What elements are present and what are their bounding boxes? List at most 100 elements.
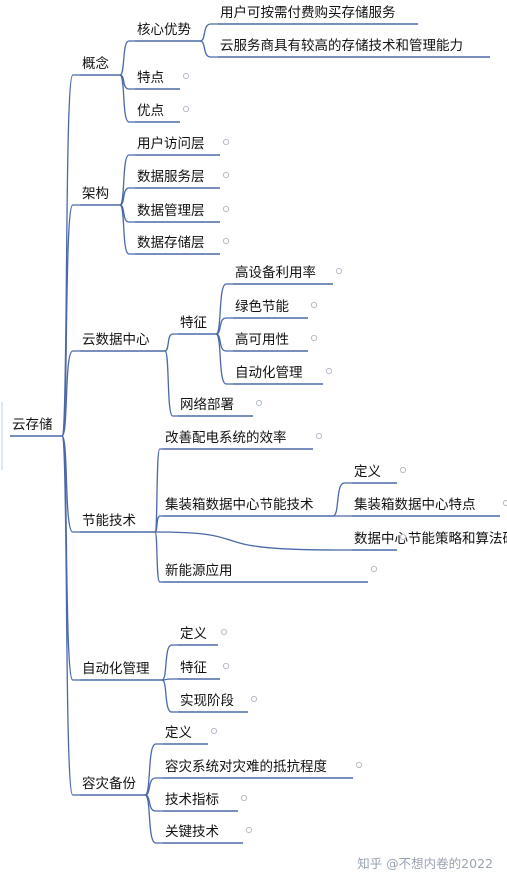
node-label: 数据管理层	[137, 203, 205, 219]
mind-map-node-level-2[interactable]: 数据管理层	[135, 203, 230, 223]
watermark-text: 知乎 @不想内卷的2022	[357, 856, 493, 871]
connector-line	[199, 40, 218, 58]
connector-line	[154, 531, 352, 551]
collapse-toggle-icon[interactable]	[240, 794, 248, 802]
connector-line	[61, 350, 80, 437]
node-label: 关键技术	[165, 824, 219, 840]
collapse-toggle-icon[interactable]	[502, 499, 507, 507]
mind-map-node-level-2[interactable]: 改善配电系统的效率	[163, 429, 323, 450]
connector-line	[164, 333, 178, 352]
mind-map-node-level-2[interactable]: 数据服务层	[135, 169, 230, 189]
connector-line	[119, 154, 135, 206]
node-label: 定义	[354, 464, 381, 480]
node-label: 网络部署	[180, 397, 234, 413]
mind-map-node-level-1[interactable]: 云数据中心	[80, 332, 165, 352]
collapse-toggle-icon[interactable]	[250, 695, 258, 703]
connector-line	[199, 23, 218, 42]
mind-map-node-level-1[interactable]: 概念	[80, 55, 120, 76]
mind-map-node-level-3[interactable]: 绿色节能	[233, 298, 318, 319]
root-node[interactable]: 云存储	[1, 402, 62, 470]
connector-line	[119, 40, 135, 76]
collapse-toggle-icon[interactable]	[355, 761, 363, 769]
mind-map-node-level-3[interactable]: 云服务商具有较高的存储技术和管理能力	[218, 37, 490, 58]
mind-map-node-level-1[interactable]: 自动化管理	[80, 661, 162, 681]
mind-map-node-level-2[interactable]: 优点	[135, 103, 190, 123]
collapse-toggle-icon[interactable]	[210, 727, 218, 735]
collapse-toggle-icon[interactable]	[220, 628, 228, 636]
mind-map-node-level-2[interactable]: 网络部署	[178, 397, 263, 417]
mind-map-node-level-3[interactable]: 自动化管理	[233, 365, 333, 385]
node-label: 自动化管理	[235, 365, 303, 381]
collapse-toggle-icon[interactable]	[222, 237, 230, 245]
mind-map-node-level-3[interactable]: 用户可按需付费购买存储服务	[218, 4, 418, 25]
mind-map-node-level-1[interactable]: 容灾备份	[80, 775, 145, 796]
mind-map-node-level-3[interactable]: 集装箱数据中心特点	[352, 497, 507, 517]
collapse-toggle-icon[interactable]	[315, 432, 323, 440]
mind-map-node-level-2[interactable]: 定义	[163, 725, 218, 745]
node-label: 自动化管理	[82, 661, 150, 677]
node-label: 特征	[180, 315, 207, 331]
mind-map-node-level-2[interactable]: 特点	[135, 70, 190, 90]
collapse-toggle-icon[interactable]	[310, 334, 318, 342]
connector-line	[332, 482, 352, 517]
mind-map-node-level-2[interactable]: 容灾系统对灾难的抵抗程度	[163, 758, 363, 779]
connector-line	[61, 435, 80, 533]
node-label: 定义	[165, 725, 192, 741]
mind-map-node-level-2[interactable]: 特征	[178, 660, 230, 680]
collapse-toggle-icon[interactable]	[399, 533, 407, 541]
mind-map-node-level-2[interactable]: 数据存储层	[135, 235, 230, 255]
collapse-toggle-icon[interactable]	[182, 105, 190, 113]
mind-map-node-level-2[interactable]: 定义	[178, 626, 228, 646]
connector-line	[215, 317, 233, 335]
collapse-toggle-icon[interactable]	[222, 662, 230, 670]
mind-map-node-level-2[interactable]: 实现阶段	[178, 693, 258, 713]
collapse-toggle-icon[interactable]	[222, 138, 230, 146]
collapse-toggle-icon[interactable]	[335, 267, 343, 275]
collapse-toggle-icon[interactable]	[370, 565, 378, 573]
collapse-toggle-icon[interactable]	[325, 367, 333, 375]
node-label: 用户可按需付费购买存储服务	[220, 4, 396, 21]
connector-line	[161, 644, 178, 681]
node-label: 高可用性	[235, 331, 289, 348]
connector-line	[154, 531, 163, 583]
mind-map-node-level-2[interactable]: 技术指标	[163, 792, 248, 812]
mind-map-node-level-2[interactable]: 集装箱数据中心节能技术	[163, 497, 333, 517]
mind-map-node-level-2[interactable]: 数据中心节能策略和算法研究	[352, 530, 507, 551]
mind-map-node-level-3[interactable]: 高可用性	[233, 331, 318, 352]
collapse-toggle-icon[interactable]	[255, 399, 263, 407]
node-label: 容灾备份	[82, 775, 136, 792]
node-label: 改善配电系统的效率	[165, 429, 287, 446]
node-label: 实现阶段	[180, 693, 234, 709]
mind-map-node-level-3[interactable]: 定义	[352, 464, 407, 484]
connector-line	[154, 448, 163, 533]
connector-line	[119, 187, 135, 206]
collapse-toggle-icon[interactable]	[245, 826, 253, 834]
mind-map-node-level-2[interactable]: 关键技术	[163, 824, 253, 844]
node-label: 绿色节能	[235, 298, 289, 315]
mind-map-node-level-2[interactable]: 用户访问层	[135, 135, 230, 156]
mind-map-node-level-2[interactable]: 特征	[178, 315, 216, 335]
collapse-toggle-icon[interactable]	[222, 171, 230, 179]
mind-map-node-level-2[interactable]: 核心优势	[135, 22, 200, 42]
mind-map-node-level-3[interactable]: 高设备利用率	[233, 264, 343, 285]
node-label: 用户访问层	[137, 135, 205, 152]
node-label: 特征	[180, 660, 207, 676]
connector-line	[119, 204, 135, 255]
connector-line	[161, 678, 178, 681]
mind-map-node-level-1[interactable]: 节能技术	[80, 513, 155, 533]
node-label: 数据存储层	[137, 235, 205, 251]
node-label: 定义	[180, 626, 207, 642]
mind-map-node-level-2[interactable]: 新能源应用	[163, 562, 378, 583]
mind-map-node-level-1[interactable]: 架构	[80, 186, 120, 206]
collapse-toggle-icon[interactable]	[310, 301, 318, 309]
collapse-toggle-icon[interactable]	[182, 72, 190, 80]
node-label: 集装箱数据中心特点	[354, 497, 476, 513]
collapse-toggle-icon[interactable]	[399, 466, 407, 474]
collapse-toggle-icon[interactable]	[222, 205, 230, 213]
connector-line	[61, 204, 80, 437]
connector-line	[161, 679, 178, 713]
connector-line	[61, 74, 80, 437]
node-label: 新能源应用	[165, 562, 233, 579]
